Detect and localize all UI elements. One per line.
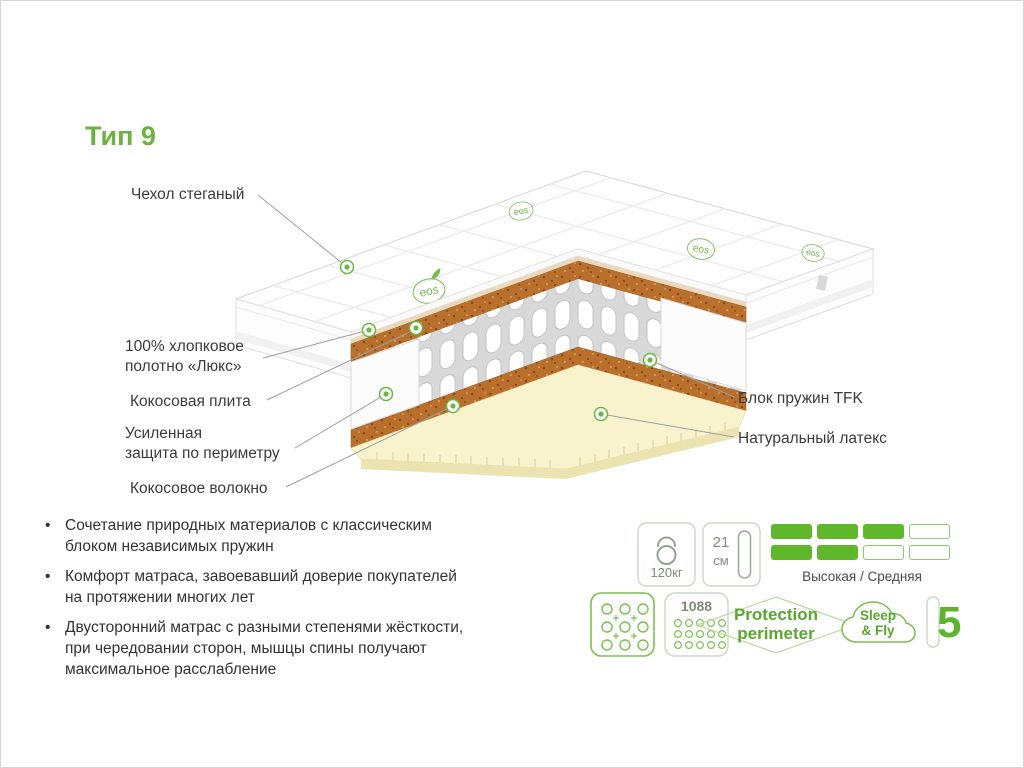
firmness-bars [771, 524, 950, 566]
label-coconut-plate: Кокосовая плита [130, 393, 251, 410]
mattress-height-icon [737, 530, 752, 579]
label-cotton: 100% хлопковое полотно «Люкс» [125, 338, 244, 375]
leader-lines [257, 194, 735, 488]
foam-wall-right [660, 297, 747, 392]
page-title: Тип 9 [85, 121, 156, 151]
protection-perimeter-text: Protection perimeter [733, 605, 819, 643]
feature-item: Двусторонний матрас с разными степенями … [45, 617, 469, 680]
feature-item: Сочетание природных материалов с классич… [45, 515, 469, 557]
perimeter-diamond-icon [695, 596, 857, 654]
label-spring-block: Блок пружин TFK [738, 390, 863, 407]
warranty-5-icon [926, 596, 940, 648]
brand-logo-text: Sleep & Fly [859, 608, 897, 638]
eos-logo-text: eos [418, 282, 440, 300]
height-value: 21 [712, 534, 730, 551]
firmness-bar [909, 545, 950, 560]
label-cover: Чехол стеганый [131, 186, 245, 203]
eos-logo-text: eos [692, 243, 710, 257]
label-perimeter-protection: Усиленная защита по периметру [125, 425, 280, 462]
firmness-bar [817, 524, 858, 539]
max-weight-value: 120кг [650, 565, 683, 580]
eco-leaf-badges [339, 259, 658, 422]
cloud-logo-icon [841, 601, 916, 643]
firmness-bar [863, 524, 904, 539]
quilted-cover-top [234, 170, 875, 333]
eos-logo-text: eos [806, 247, 821, 259]
eos-logo-text: eos [513, 204, 530, 217]
warranty-years: 5 [937, 598, 962, 647]
mattress-side-left [235, 298, 352, 379]
spring-grid-icon [590, 592, 655, 657]
brand-tag [816, 275, 828, 291]
spring-coils-icon [664, 592, 729, 657]
label-natural-latex: Натуральный латекс [738, 430, 887, 447]
firmness-bar [771, 545, 812, 560]
feature-item: Комфорт матраса, завоевавший доверие пок… [45, 566, 469, 608]
firmness-bar [863, 545, 904, 560]
label-coconut-fiber: Кокосовое волокно [130, 480, 268, 497]
feature-list: Сочетание природных материалов с классич… [45, 515, 469, 689]
firmness-bar [771, 524, 812, 539]
firmness-bar [817, 545, 858, 560]
kettlebell-icon [656, 536, 677, 565]
height-unit: см [713, 553, 729, 568]
cotton-layer [351, 256, 746, 344]
firmness-label: Высокая / Средняя [802, 569, 922, 584]
spec-icons [590, 522, 940, 657]
springs-count-value: 1088 [680, 598, 713, 614]
latex-layer [350, 364, 747, 479]
foam-wall-left [350, 338, 420, 430]
firmness-bar [909, 524, 950, 539]
